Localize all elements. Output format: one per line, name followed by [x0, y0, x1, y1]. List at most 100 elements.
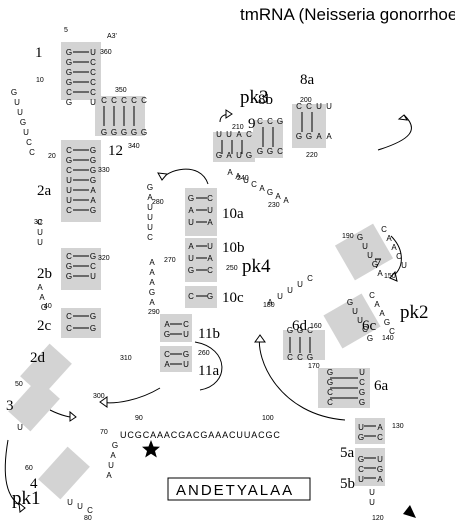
pos-40: 40 [44, 303, 52, 310]
helix-11b-box [160, 314, 192, 342]
nucleotide: G [131, 128, 137, 137]
nucleotide: C [267, 117, 273, 126]
label-pk3: pk3 [240, 87, 269, 108]
label-helix-11b: 11b [198, 326, 220, 342]
nucleotide: G [66, 68, 72, 77]
nucleotide: U [362, 242, 368, 251]
nucleotide: G [66, 272, 72, 281]
nucleotide: C [306, 102, 312, 111]
nucleotide: C [207, 266, 213, 275]
pos-10: 10 [36, 77, 44, 84]
start-star-icon [142, 440, 160, 458]
label-helix-12: 12 [108, 143, 123, 159]
pos-230: 230 [268, 202, 280, 209]
helix-11a-box [160, 346, 192, 372]
label-helix-2d: 2d [30, 350, 46, 366]
nucleotide: U [17, 423, 23, 432]
label-helix-5b: 5b [340, 476, 355, 492]
nucleotide: A [90, 196, 96, 205]
pos-330: 330 [98, 167, 110, 174]
pos-200: 200 [300, 97, 312, 104]
label-helix-10c: 10c [222, 290, 244, 306]
label-pk1: pk1 [12, 488, 41, 509]
pos-30: 30 [34, 219, 42, 226]
pos-20: 20 [48, 153, 56, 160]
nucleotide: G [297, 326, 303, 335]
nucleotide: A [374, 300, 380, 309]
nucleotide: U [37, 238, 43, 247]
helix-12-box [95, 96, 145, 136]
nucleotide: G [41, 303, 47, 312]
helix-7-box [334, 223, 394, 281]
nucleotide: A [188, 242, 194, 251]
nucleotide: A [207, 218, 213, 227]
nucleotide: G [188, 194, 194, 203]
nucleotide: U [297, 280, 303, 289]
label-helix-11a: 11a [198, 363, 219, 379]
nucleotide: G [287, 326, 293, 335]
helix-8a-box [292, 104, 326, 148]
nucleotide: G [359, 388, 365, 397]
stop-triangle-icon [403, 505, 416, 518]
nucleotide: A [259, 184, 265, 193]
nucleotide: C [90, 262, 96, 271]
nucleotide: G [11, 88, 17, 97]
nucleotide: C [389, 327, 395, 336]
nucleotide: G [367, 334, 373, 343]
helix-labels: 1 12 2a 2b 2c 2d 3 4 8b 8a 9 10a 10b 10c… [6, 45, 389, 492]
nucleotide: A [164, 320, 170, 329]
nucleotide: U [352, 307, 358, 316]
nucleotide: U [37, 228, 43, 237]
helix-6-connector [258, 334, 346, 421]
nucleotide: C [66, 324, 72, 333]
pos-240: 240 [237, 175, 249, 182]
nucleotide: C [164, 350, 170, 359]
nucleotide: U [277, 292, 283, 301]
label-helix-6d: 6d [292, 318, 308, 334]
nucleotide: U [147, 213, 153, 222]
helix-10a-box [185, 188, 217, 236]
nucleotide: C [381, 225, 387, 234]
nucleotide: U [367, 251, 373, 260]
nucleotide: G [90, 312, 96, 321]
nucleotide: G [188, 266, 194, 275]
label-helix-2b: 2b [37, 266, 52, 282]
pos-340: 340 [128, 143, 140, 150]
nucleotide: C [377, 433, 383, 442]
pos-260: 260 [198, 350, 210, 357]
nucleotide: G [296, 132, 302, 141]
nucleotide: U [207, 242, 213, 251]
pos-3prime: A3' [107, 33, 117, 40]
nucleotide: A [90, 186, 96, 195]
nucleotide: C [90, 88, 96, 97]
nucleotide: A [316, 132, 322, 141]
nucleotide: G [90, 156, 96, 165]
nucleotide: G [384, 318, 390, 327]
nucleotide: G [141, 128, 147, 137]
pos-180: 180 [263, 302, 275, 309]
nucleotide: U [90, 272, 96, 281]
nucleotide: C [296, 102, 302, 111]
nucleotide: U [23, 128, 29, 137]
label-helix-10b: 10b [222, 240, 245, 256]
nucleotide: G [164, 330, 170, 339]
nucleotide: C [66, 312, 72, 321]
nucleotide: G [149, 288, 155, 297]
nucleotide: C [37, 218, 43, 227]
linker-sequence: UCGCAAACGACGAAACUUACGC [120, 430, 281, 440]
nucleotide: C [131, 96, 137, 105]
pos-120: 120 [372, 515, 384, 522]
nucleotide: U [66, 196, 72, 205]
label-helix-9: 9 [248, 116, 256, 132]
nucleotide: C [121, 96, 127, 105]
label-helix-10a: 10a [222, 206, 244, 222]
helix-3-box [8, 378, 60, 432]
nucleotide: G [327, 378, 333, 387]
nucleotide: C [90, 78, 96, 87]
nucleotide: U [358, 475, 364, 484]
helix-2d-box [20, 343, 72, 397]
nucleotide: A [106, 471, 112, 480]
pos-90: 90 [135, 415, 143, 422]
nucleotide: U [90, 98, 96, 107]
nucleotide: U [183, 360, 189, 369]
